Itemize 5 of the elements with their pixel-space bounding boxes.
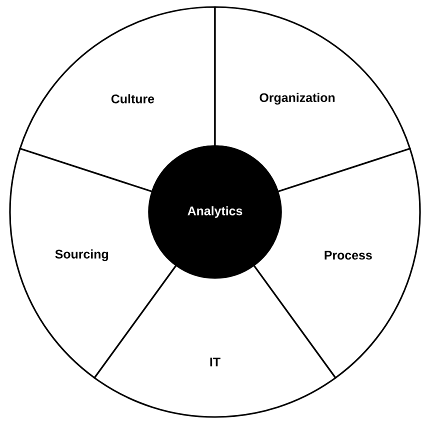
wheel-segment: Organization — [214, 6, 411, 192]
wheel-segment: Sourcing — [9, 148, 178, 379]
wheel-segment: Process — [252, 148, 421, 379]
wheel-segment: Culture — [19, 6, 216, 192]
wheel-segment: IT — [94, 264, 336, 418]
